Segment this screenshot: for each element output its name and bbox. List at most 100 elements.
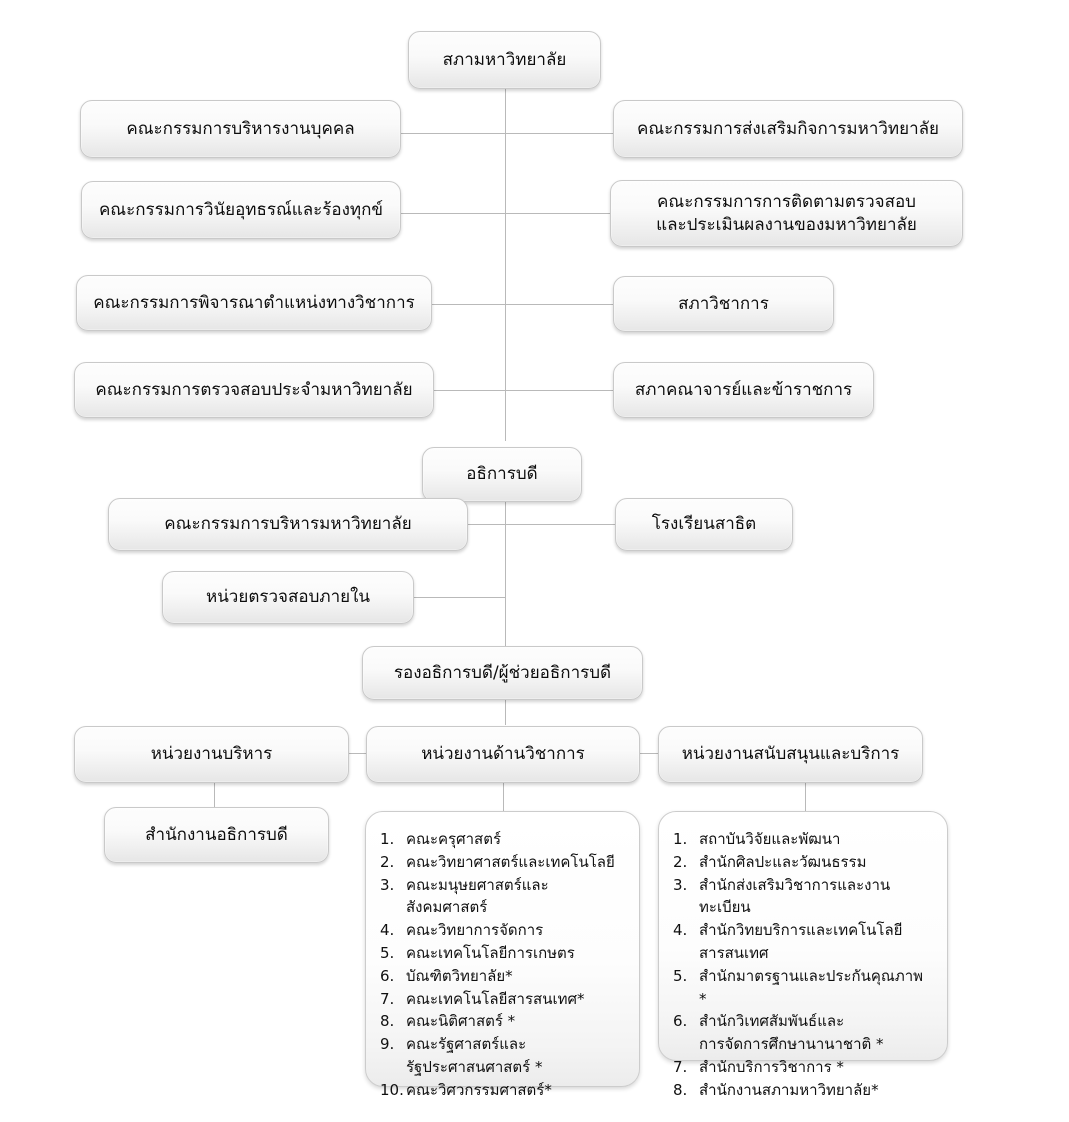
connector-left-1: [401, 133, 506, 134]
node-demonstration-school[interactable]: โรงเรียนสาธิต: [615, 498, 793, 551]
list-item-label: สำนักศิลปะและวัฒนธรรม: [699, 852, 867, 871]
node-label: อธิการบดี: [466, 464, 538, 485]
list-item[interactable]: 9. คณะรัฐศาสตร์และรัฐประศาสนศาสตร์ *: [380, 1033, 625, 1079]
node-label: หน่วยตรวจสอบภายใน: [205, 587, 371, 608]
list-item-number: 10.: [380, 1080, 404, 1099]
list-item[interactable]: 4. คณะวิทยาการจัดการ: [380, 919, 625, 942]
list-item-label: คณะรัฐศาสตร์และรัฐประศาสนศาสตร์ *: [406, 1035, 543, 1076]
list-item-label: สำนักบริการวิชาการ *: [699, 1057, 844, 1076]
node-president[interactable]: อธิการบดี: [422, 447, 582, 502]
node-label: คณะกรรมการพิจารณาตำแหน่งทางวิชาการ: [93, 292, 415, 313]
list-item[interactable]: 6.สำนักวิเทศสัมพันธ์และ การจัดการศึกษานา…: [673, 1010, 933, 1056]
list-item-number: 6.: [673, 1012, 688, 1031]
connector-left-3: [432, 304, 506, 305]
connector-right-3: [505, 304, 613, 305]
list-item-label: สำนักวิทยบริการและเทคโนโลยีสารสนเทศ: [699, 921, 903, 962]
list-item[interactable]: 2. สำนักศิลปะและวัฒนธรรม: [673, 851, 933, 874]
node-office-of-the-president[interactable]: สำนักงานอธิการบดี: [104, 807, 329, 863]
connector-spine-mid: [505, 502, 506, 650]
connector-president-left-2: [414, 597, 506, 598]
node-faculty-civil-servant-senate[interactable]: สภาคณาจารย์และข้าราชการ: [613, 362, 874, 418]
node-administration-division[interactable]: หน่วยงานบริหาร: [74, 726, 349, 783]
connector-division-left: [349, 753, 366, 754]
node-label: สภาวิชาการ: [678, 293, 769, 314]
connector-left-2: [401, 213, 506, 214]
list-item-number: 7.: [380, 989, 395, 1008]
list-item-number: 5.: [380, 943, 395, 962]
list-item-label: สำนักมาตรฐานและประกันคุณภาพ *: [699, 966, 924, 1008]
list-item[interactable]: 6. บัณฑิตวิทยาลัย*: [380, 965, 625, 988]
node-monitoring-evaluation-committee[interactable]: คณะกรรมการการติดตามตรวจสอบ และประเมินผลง…: [610, 180, 963, 247]
list-item[interactable]: 7.คณะเทคโนโลยีสารสนเทศ*: [380, 988, 625, 1011]
list-item[interactable]: 1.คณะครุศาสตร์: [380, 828, 625, 851]
list-item-label: คณะนิติศาสตร์ *: [406, 1012, 516, 1031]
list-item-number: 3.: [673, 875, 688, 894]
list-item[interactable]: 10.คณะวิศวกรรมศาสตร์*: [380, 1079, 625, 1102]
list-item[interactable]: 4. สำนักวิทยบริการและเทคโนโลยีสารสนเทศ: [673, 919, 933, 965]
node-label: หน่วยงานด้านวิชาการ: [421, 744, 585, 765]
node-label: สภามหาวิทยาลัย: [442, 49, 567, 70]
node-label: คณะกรรมการตรวจสอบประจำมหาวิทยาลัย: [95, 379, 413, 400]
node-vice-president[interactable]: รองอธิการบดี/ผู้ช่วยอธิการบดี: [362, 646, 643, 700]
node-university-executive-committee[interactable]: คณะกรรมการบริหารมหาวิทยาลัย: [108, 498, 468, 551]
connector-spine-top: [505, 88, 506, 441]
list-item[interactable]: 3. สำนักส่งเสริมวิชาการและงานทะเบียน: [673, 874, 933, 920]
list-item-number: 1.: [380, 830, 395, 848]
list-item-number: 5.: [673, 966, 688, 985]
list-item-label: คณะวิทยาศาสตร์และเทคโนโลยี: [406, 852, 615, 871]
node-label: คณะกรรมการบริหารงานบุคคล: [126, 118, 355, 139]
list-item-label: สำนักส่งเสริมวิชาการและงานทะเบียน: [699, 875, 891, 917]
connector-support-drop: [805, 783, 806, 811]
list-item[interactable]: 8. สำนักงานสภามหาวิทยาลัย*: [673, 1079, 933, 1102]
list-item-number: 3.: [380, 875, 395, 894]
list-item[interactable]: 2. คณะวิทยาศาสตร์และเทคโนโลยี: [380, 851, 625, 874]
connector-admin-drop: [214, 783, 215, 807]
list-item-number: 1.: [673, 830, 688, 848]
list-item-label: คณะมนุษยศาสตร์และสังคมศาสตร์: [406, 875, 549, 917]
node-academic-position-committee[interactable]: คณะกรรมการพิจารณาตำแหน่งทางวิชาการ: [76, 275, 432, 331]
node-label: คณะกรรมการวินัยอุทธรณ์และร้องทุกข์: [98, 199, 384, 220]
list-item-number: 2.: [673, 852, 688, 871]
node-discipline-appeal-committee[interactable]: คณะกรรมการวินัยอุทธรณ์และร้องทุกข์: [81, 181, 401, 239]
node-university-council[interactable]: สภามหาวิทยาลัย: [408, 31, 601, 89]
list-item-number: 4.: [673, 921, 688, 940]
list-item-number: 6.: [380, 966, 395, 985]
list-item[interactable]: 5. สำนักมาตรฐานและประกันคุณภาพ *: [673, 965, 933, 1011]
list-item-number: 4.: [380, 921, 395, 940]
connector-vp-down: [505, 700, 506, 725]
list-item[interactable]: 5. คณะเทคโนโลยีการเกษตร: [380, 942, 625, 965]
panel-academic-units[interactable]: 1.คณะครุศาสตร์ 2. คณะวิทยาศาสตร์และเทคโนโ…: [365, 811, 640, 1099]
list-item[interactable]: 7.สำนักบริการวิชาการ *: [673, 1056, 933, 1079]
connector-left-4: [434, 390, 506, 391]
node-support-service-division[interactable]: หน่วยงานสนับสนุนและบริการ: [658, 726, 923, 783]
node-university-audit-committee[interactable]: คณะกรรมการตรวจสอบประจำมหาวิทยาลัย: [74, 362, 434, 418]
list-item-label: สำนักงานสภามหาวิทยาลัย*: [699, 1080, 879, 1099]
list-item-number: 9.: [380, 1035, 395, 1054]
connector-academic-drop: [503, 783, 504, 811]
node-label: สภาคณาจารย์และข้าราชการ: [634, 379, 853, 400]
list-item-label: สถาบันวิจัยและพัฒนา: [699, 830, 841, 848]
list-item-number: 8.: [673, 1080, 688, 1099]
connector-right-2: [505, 213, 610, 214]
connector-president-left-1: [468, 524, 506, 525]
node-label: คณะกรรมการการติดตามตรวจสอบ และประเมินผลง…: [656, 191, 917, 235]
list-item-label: คณะวิศวกรรมศาสตร์*: [406, 1080, 552, 1099]
list-item[interactable]: 1. สถาบันวิจัยและพัฒนา: [673, 828, 933, 851]
list-item-label: คณะเทคโนโลยีการเกษตร: [406, 943, 575, 962]
node-personnel-admin-committee[interactable]: คณะกรรมการบริหารงานบุคคล: [80, 100, 401, 158]
node-university-promotion-committee[interactable]: คณะกรรมการส่งเสริมกิจการมหาวิทยาลัย: [613, 100, 963, 158]
connector-division-right: [640, 753, 658, 754]
panel-support-units[interactable]: 1. สถาบันวิจัยและพัฒนา 2. สำนักศิลปะและวัฒ…: [658, 811, 948, 1099]
list-item[interactable]: 3. คณะมนุษยศาสตร์และสังคมศาสตร์: [380, 874, 625, 920]
list-item-number: 2.: [380, 852, 395, 871]
node-academic-senate[interactable]: สภาวิชาการ: [613, 276, 834, 332]
connector-president-right-1: [505, 524, 615, 525]
node-label: โรงเรียนสาธิต: [651, 514, 757, 535]
node-label: คณะกรรมการส่งเสริมกิจการมหาวิทยาลัย: [636, 118, 940, 139]
node-internal-audit-unit[interactable]: หน่วยตรวจสอบภายใน: [162, 571, 414, 624]
list-item[interactable]: 8.คณะนิติศาสตร์ *: [380, 1010, 625, 1033]
list-item-label: คณะวิทยาการจัดการ: [406, 921, 544, 940]
list-item-label: บัณฑิตวิทยาลัย*: [406, 966, 513, 985]
node-academic-division[interactable]: หน่วยงานด้านวิชาการ: [366, 726, 640, 783]
